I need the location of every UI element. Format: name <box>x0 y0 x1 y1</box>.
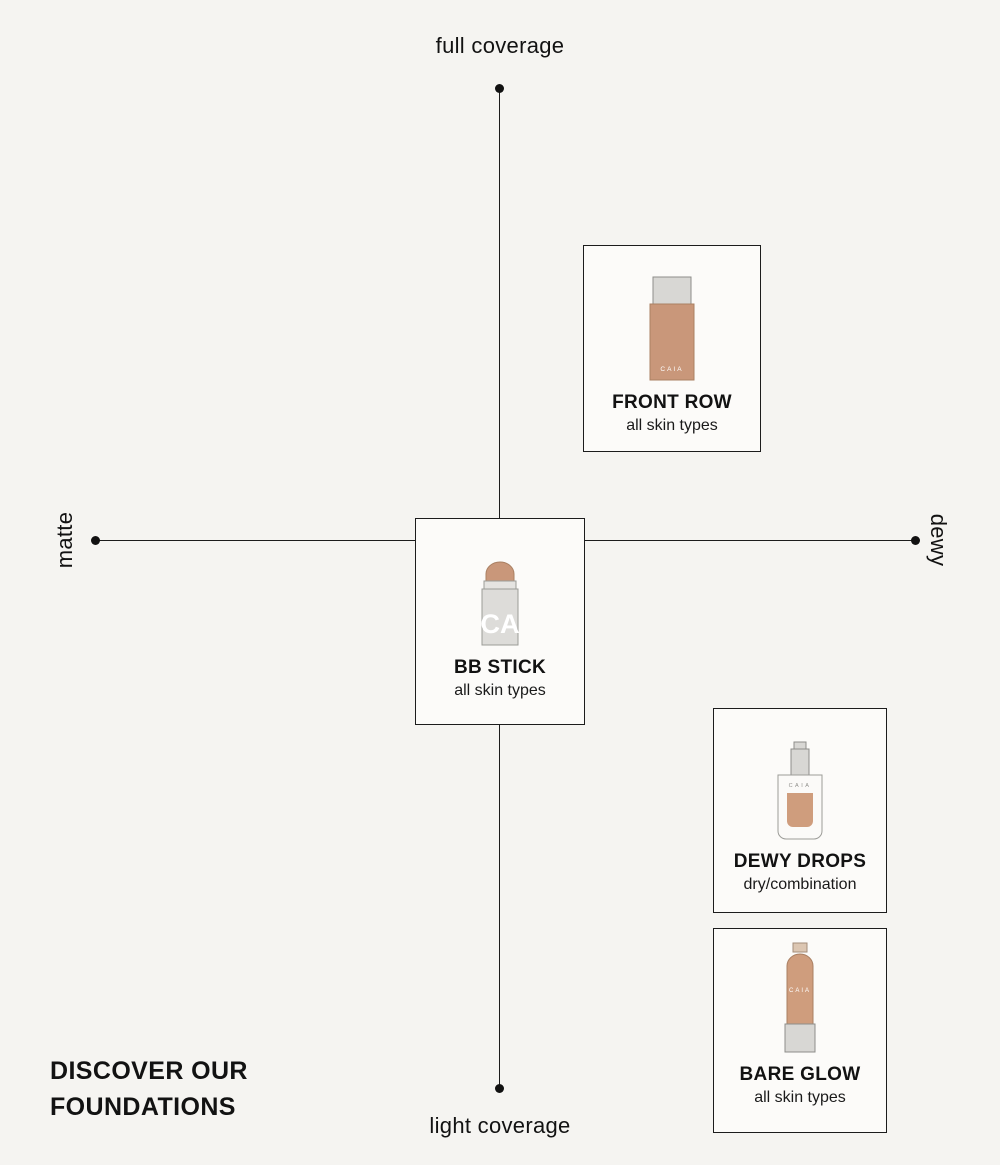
brand-label: CAIA <box>789 783 812 789</box>
squeeze-tube-icon: CAIA <box>784 942 816 1053</box>
dropper-bottle-icon: CAIA <box>777 741 823 840</box>
foundation-bottle-icon: CAIA <box>649 276 695 381</box>
product-name: BB STICK <box>453 657 547 678</box>
axis-endpoint-dot-left <box>91 536 100 545</box>
axis-label-matte: matte <box>52 511 77 569</box>
product-card-dewy-drops[interactable]: CAIA DEWY DROPS dry/combination <box>713 708 887 913</box>
axis-endpoint-dot-right <box>911 536 920 545</box>
axis-endpoint-dot-top <box>495 84 504 93</box>
bb-stick-icon: CA <box>481 561 520 646</box>
brand-label: CAIA <box>789 988 811 994</box>
axis-label-dewy: dewy <box>926 513 951 567</box>
product-card-front-row[interactable]: CAIA FRONT ROW all skin types <box>583 245 761 452</box>
axis-label-full-coverage: full coverage <box>435 33 565 58</box>
product-card-bb-stick[interactable]: CA BB STICK all skin types <box>415 518 585 725</box>
product-name: FRONT ROW <box>612 392 732 413</box>
axis-endpoint-dot-bottom <box>495 1084 504 1093</box>
product-name: DEWY DROPS <box>733 851 867 872</box>
section-heading: DISCOVER OUR FOUNDATIONS <box>50 1054 248 1125</box>
product-name: BARE GLOW <box>739 1064 861 1085</box>
product-subtitle: dry/combination <box>743 876 857 893</box>
product-subtitle: all skin types <box>454 682 546 699</box>
heading-line-1: DISCOVER OUR <box>50 1057 248 1085</box>
product-subtitle: all skin types <box>626 417 718 434</box>
heading-line-2: FOUNDATIONS <box>50 1092 236 1121</box>
product-card-bare-glow[interactable]: CAIA BARE GLOW all skin types <box>713 928 887 1133</box>
brand-label: CAIA <box>660 366 683 373</box>
brand-label: CA <box>481 609 520 639</box>
axis-label-light-coverage: light coverage <box>429 1113 571 1138</box>
product-subtitle: all skin types <box>754 1089 846 1106</box>
